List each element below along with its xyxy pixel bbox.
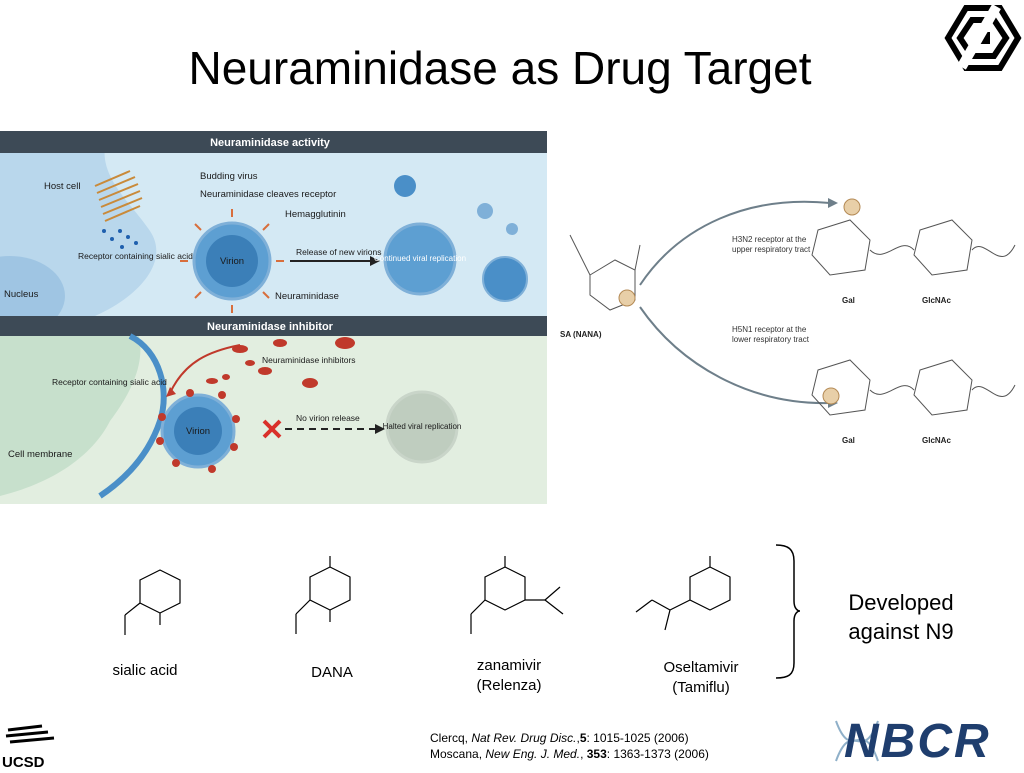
- ucsd-logo: UCSD: [2, 722, 62, 771]
- neuraminidase-label: Neuraminidase: [275, 291, 339, 302]
- glcnac-label-2: GlcNAc: [922, 436, 951, 445]
- oseltamivir-label: Oseltamivir(Tamiflu): [663, 659, 739, 696]
- receptor-sialic-label: Receptor containing sialic acid: [78, 251, 193, 261]
- h3n2-label: H3N2 receptor at the upper respiratory t…: [732, 235, 811, 254]
- continued-virion-icon: [383, 222, 457, 296]
- glcnac-label-1: GlcNAc: [922, 296, 951, 305]
- right-bracket: [775, 544, 801, 679]
- sa-label: SA (NANA): [560, 330, 602, 339]
- nbcr-label: NBCR: [844, 715, 991, 768]
- virion-icon: [180, 209, 284, 313]
- activity-header: Neuraminidase activity: [210, 137, 331, 149]
- inhibitor-molecules-icon: [206, 337, 355, 388]
- inhibitors-label: Neuraminidase inhibitors: [262, 355, 356, 365]
- slide-title: Neuraminidase as Drug Target: [188, 42, 812, 94]
- budding-virus-icon: [94, 170, 143, 222]
- cell-membrane-label: Cell membrane: [8, 449, 72, 460]
- dana-label: DANA: [311, 664, 353, 681]
- inhibited-virion-icon: [156, 389, 240, 473]
- gal-label-1: Gal: [842, 296, 855, 305]
- ucsd-wave-icon: [5, 724, 55, 744]
- receptor-diagram: SA (NANA) H3N2 receptor at the upper res…: [560, 198, 1016, 445]
- continued-label: Continued viral replication: [374, 254, 466, 263]
- virion-label: Virion: [220, 256, 244, 267]
- halted-virion-icon: [385, 390, 459, 464]
- neuraminidase-infographic: Neuraminidase activity Neuraminidase inh…: [0, 131, 547, 504]
- host-cell-label: Host cell: [44, 181, 80, 192]
- halted-label: Halted viral replication: [383, 422, 462, 431]
- gal-label-2: Gal: [842, 436, 855, 445]
- reference-1: Clercq, Nat Rev. Drug Disc.,5: 1015-1025…: [430, 731, 689, 745]
- hexagon-logo-icon: [944, 4, 1022, 71]
- budding-virus-label: Budding virus: [200, 171, 258, 182]
- sialic-acid-label: sialic acid: [112, 662, 178, 679]
- blocked-x-icon: [262, 419, 282, 439]
- sialic-acid-structure-icon: [124, 569, 181, 635]
- inhibitor-header: Neuraminidase inhibitor: [207, 321, 334, 333]
- cleaves-receptor-label: Neuraminidase cleaves receptor: [200, 189, 336, 200]
- nbcr-helix-icon: [835, 720, 879, 762]
- nucleus-label: Nucleus: [4, 289, 39, 300]
- h5n1-label: H5N1 receptor at the lower respiratory t…: [732, 325, 809, 344]
- ucsd-label: UCSD: [2, 754, 45, 771]
- hemagglutinin-label: Hemagglutinin: [285, 209, 346, 220]
- references: Clercq, Nat Rev. Drug Disc.,5: 1015-1025…: [430, 730, 850, 762]
- zanamivir-structure-icon: [470, 556, 564, 634]
- zanamivir-label: zanamivir(Relenza): [476, 657, 542, 694]
- receptor-sialic-label-2: Receptor containing sialic acid: [52, 377, 167, 387]
- dana-structure-icon: [295, 556, 351, 634]
- nbcr-logo: NBCR: [832, 715, 1022, 768]
- release-label: Release of new virions: [296, 247, 382, 257]
- reference-2: Moscana, New Eng. J. Med., 353: 1363-137…: [430, 747, 709, 761]
- developed-note: Developed against N9: [848, 590, 954, 644]
- oseltamivir-structure-icon: [635, 556, 731, 631]
- virion-label-2: Virion: [186, 426, 210, 437]
- no-release-label: No virion release: [296, 413, 360, 423]
